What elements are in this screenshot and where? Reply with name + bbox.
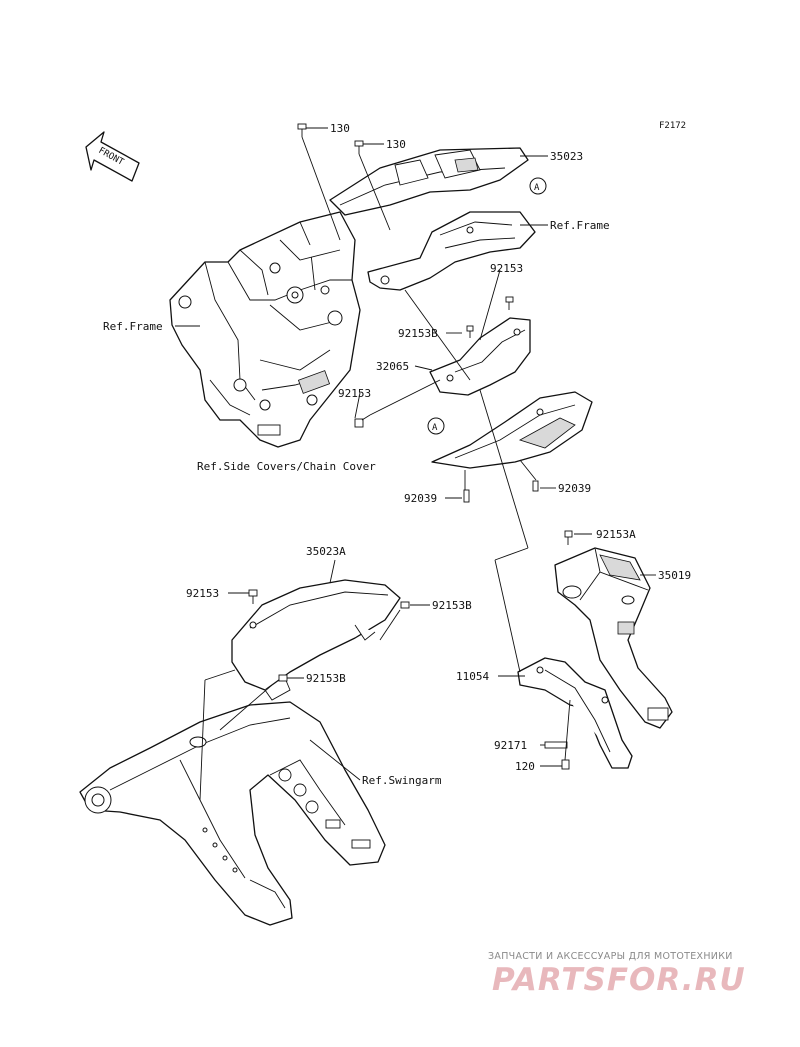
rear-fender-35023a [231,579,401,701]
bolt-92153-left [354,414,371,428]
side-cover-assembly [431,391,593,469]
label-92153a: 92153A [596,528,636,541]
watermark-tagline: ЗАПЧАСТИ И АКСЕССУАРЫ ДЛЯ МОТОТЕХНИКИ [488,951,733,962]
label-ref-frame-left: Ref.Frame [103,320,163,333]
label-92153-left: 92153 [338,387,371,400]
holder-11054 [517,657,633,769]
bolt-92153-upper [505,296,514,310]
svg-text:A: A [534,183,540,193]
bolt-92153-fender [248,589,258,604]
label-92153b-fender-right: 92153B [432,599,472,612]
rear-fender-35023 [329,147,529,216]
clip-92039-right [532,480,539,492]
clip-92039-left [463,489,470,503]
callout-a-lower: A [427,417,445,435]
license-bracket-35019 [554,547,673,729]
label-130-lower: 130 [386,138,406,151]
label-35023a: 35023A [306,545,346,558]
front-arrow: FRONT [85,131,140,182]
bolt-92153b-mid [466,325,474,338]
label-ref-frame-right: Ref.Frame [550,219,610,232]
label-92153-upper: 92153 [490,262,523,275]
rear-subframe [367,211,536,291]
bolt-130-lower [354,140,364,154]
label-92039-right: 92039 [558,482,591,495]
bolt-120 [561,759,570,770]
label-11054: 11054 [456,670,489,683]
label-35019: 35019 [658,569,691,582]
watermark-logo: PARTSFOR.RU [492,962,746,998]
bolt-92153b-fender-lower [278,674,288,682]
label-92153b-fender-lower: 92153B [306,672,346,685]
main-frame [169,211,361,448]
label-ref-swingarm: Ref.Swingarm [362,774,442,787]
pin-92171 [544,741,568,749]
bolt-92153b-fender-right [400,601,410,609]
leader-lines [175,127,656,801]
figure-code: F2172 [659,121,686,131]
label-92171: 92171 [494,739,527,752]
label-32065: 32065 [376,360,409,373]
bracket-32065 [429,317,531,396]
swingarm [79,701,386,926]
label-35023: 35023 [550,150,583,163]
label-92039-left: 92039 [404,492,437,505]
label-130-upper: 130 [330,122,350,135]
svg-text:A: A [432,423,438,433]
bolt-130-upper [297,123,307,137]
label-92153b-mid: 92153B [398,327,438,340]
label-120: 120 [515,760,535,773]
callout-a-upper: A [529,177,547,195]
label-ref-side-covers: Ref.Side Covers/Chain Cover [197,460,376,473]
label-92153-fender: 92153 [186,587,219,600]
bolt-92153a [564,530,573,545]
